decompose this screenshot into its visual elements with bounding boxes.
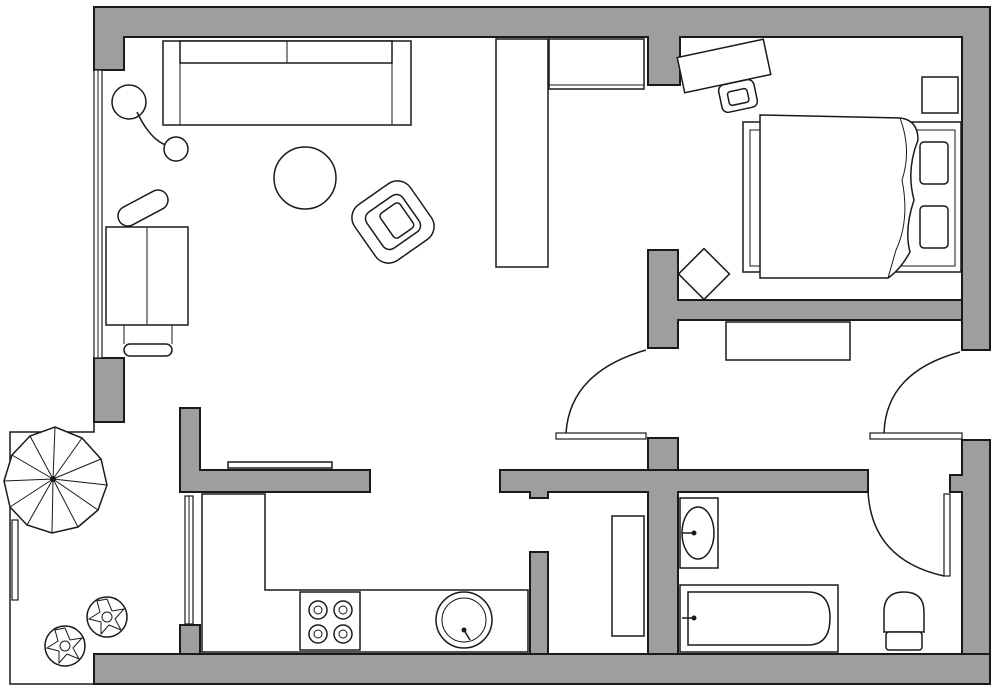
exterior-wall-right-lower (949, 439, 991, 655)
exterior-wall-top (93, 6, 991, 351)
nightstand (921, 76, 959, 114)
door-leaf (869, 432, 963, 440)
kitchen-right-wall (529, 551, 549, 655)
side-table (677, 247, 731, 301)
double-bed (742, 114, 962, 279)
door-swing-arc (565, 349, 647, 434)
coat-rack (611, 515, 645, 637)
sofa (162, 40, 412, 126)
door-leaf (555, 432, 647, 440)
door-swing-arc (883, 351, 961, 434)
walls (93, 6, 991, 685)
balcony (3, 422, 128, 685)
bathtub-icon (679, 584, 839, 653)
windows (93, 69, 194, 625)
armchair (351, 180, 435, 264)
washbasin-icon (679, 497, 719, 569)
bedroom-wall-lower (647, 249, 963, 349)
door-leaf (943, 493, 951, 577)
balcony-outline (9, 422, 95, 685)
round-coffee-table (273, 146, 337, 210)
bookcase (495, 38, 549, 268)
kitchen-left-wall (179, 624, 201, 655)
kitchen-wall (179, 407, 371, 493)
desk-chair-icon (717, 78, 759, 114)
kitchen-sink-icon (435, 591, 493, 649)
kitchen-shelf (227, 461, 333, 469)
sofa-chair (105, 189, 189, 357)
balcony-rail (11, 519, 19, 601)
potted-plant-icon (86, 596, 128, 638)
living-room (105, 38, 645, 357)
potted-plant-icon (44, 625, 86, 667)
door-swing-arc (867, 491, 945, 577)
bathroom (679, 497, 925, 653)
sideboard (548, 38, 645, 90)
umbrella-icon (3, 426, 108, 534)
exterior-wall-left (93, 357, 125, 423)
kitchen (201, 461, 529, 653)
toilet-icon (883, 591, 925, 651)
floor-lamp-icon (111, 84, 189, 162)
wardrobe (725, 321, 851, 361)
bedroom (676, 38, 962, 361)
hallway (611, 515, 645, 637)
hall-wall-stub (647, 437, 679, 471)
stove-icon (299, 591, 361, 651)
exterior-wall-bottom (93, 653, 991, 685)
doors (555, 349, 963, 577)
